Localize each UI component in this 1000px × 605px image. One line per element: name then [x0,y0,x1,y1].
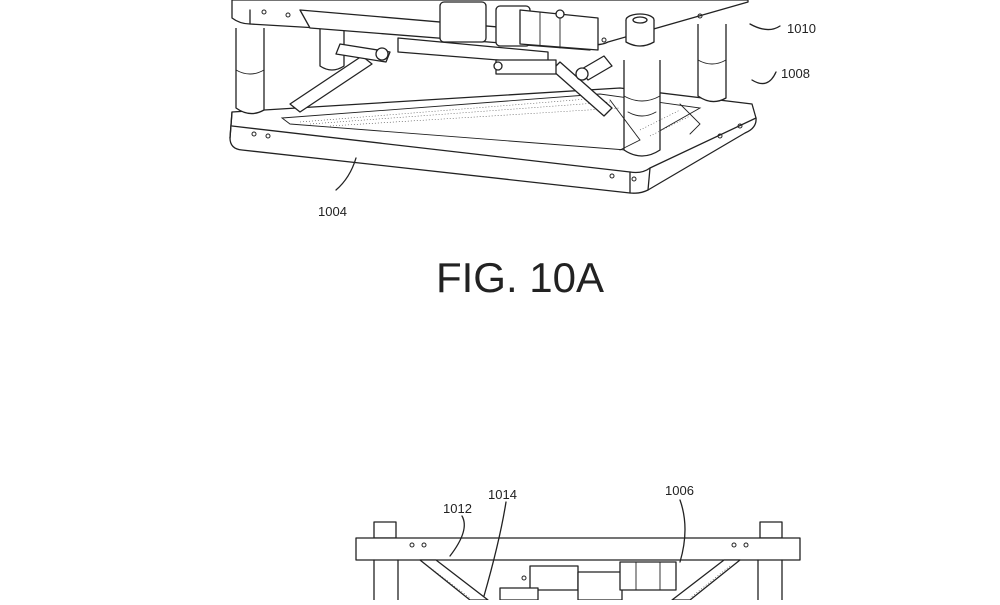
figure-caption: FIG. 10A [436,254,604,301]
ref-label-1010: 1010 [787,21,816,36]
motor-block [530,566,578,590]
ref-label-1012: 1012 [443,501,472,516]
actuator-housing-1006 [620,562,676,590]
figure-10a-platform-drawing: 1010 1008 1004 [230,0,816,219]
ref-label-1014: 1014 [488,487,517,502]
ref-label-1008: 1008 [781,66,810,81]
figure-10b-front-view-drawing: 1006 1012 1014 [356,483,800,600]
left-diagonal-link [420,560,488,600]
top-plate [356,538,800,560]
ref-label-1006: 1006 [665,483,694,498]
ref-label-1004: 1004 [318,204,347,219]
